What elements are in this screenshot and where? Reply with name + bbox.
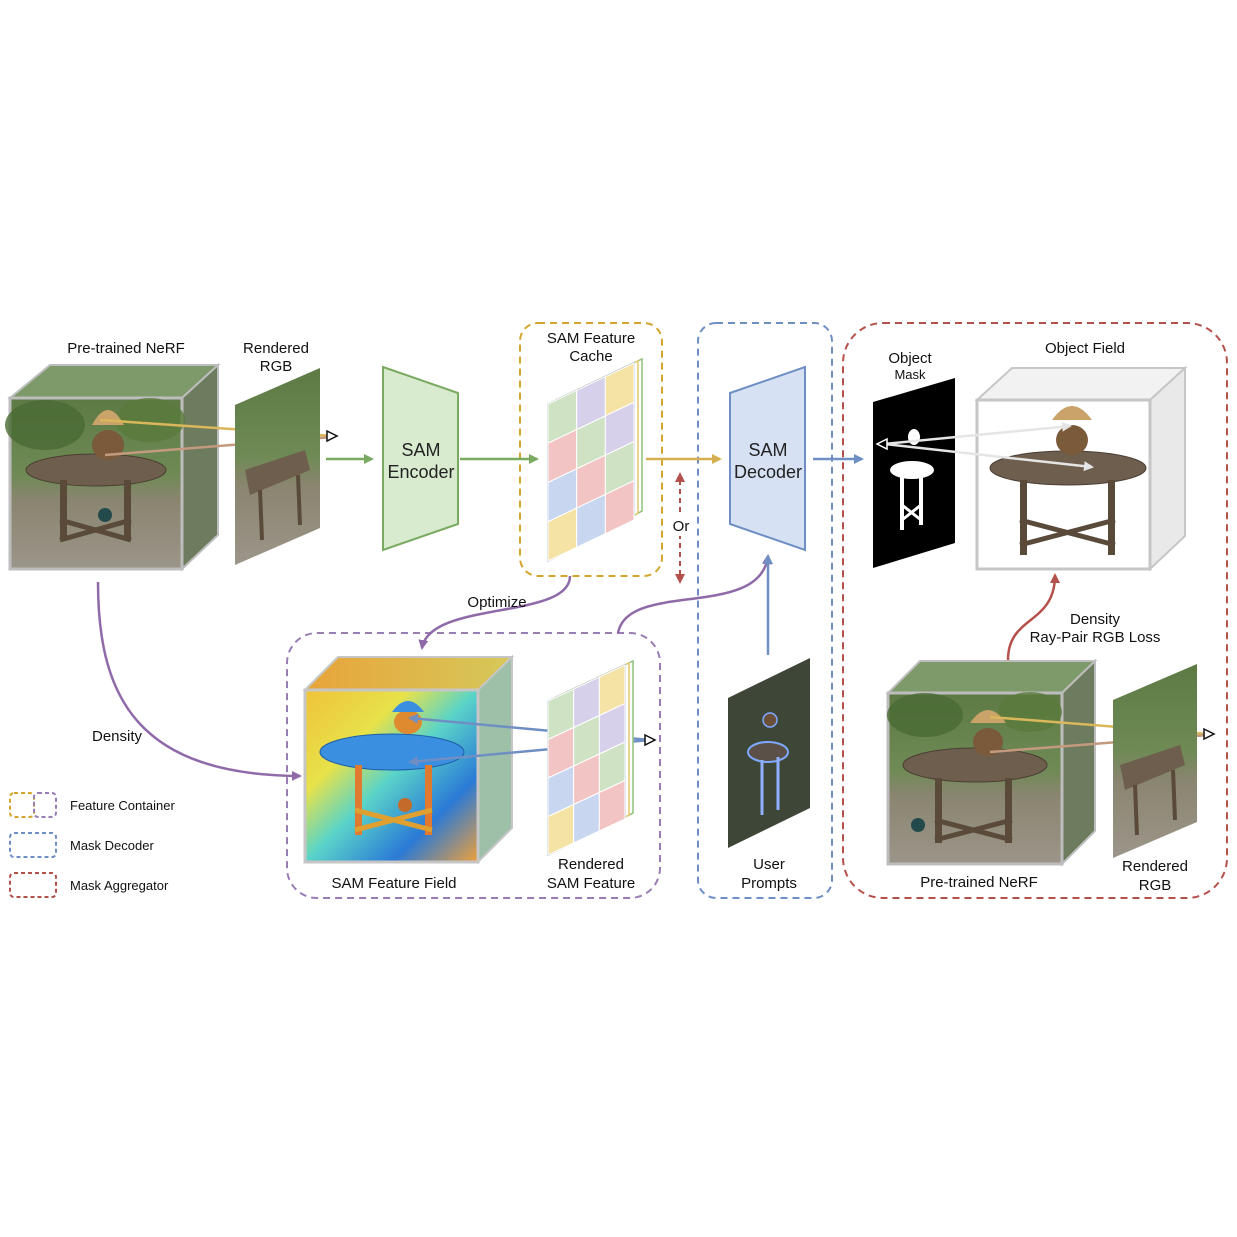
arrow-density-ray-loss (1006, 573, 1060, 661)
pretrained-nerf-cube-top (5, 362, 221, 572)
legend-swatch-feature-container-purple (33, 792, 57, 818)
sam-feature-field-label: SAM Feature Field (331, 875, 456, 892)
sam-feature-cache-container (519, 322, 663, 577)
rendered-sam-feature-label-1: Rendered (558, 856, 624, 873)
rendered-sam-feature-stack (547, 659, 634, 857)
user-prompts-label-2: Prompts (741, 875, 797, 892)
rendered-rgb-bottom-label-2: RGB (1139, 877, 1172, 894)
sam-feature-cache-stack (547, 357, 643, 563)
rendered-sam-feature-label-2: SAM Feature (547, 875, 635, 892)
feature-grid-cell (598, 779, 626, 832)
sam-decoder-label-2: Decoder (734, 462, 802, 482)
user-prompts-label-1: User (753, 856, 785, 873)
legend-label-mask-decoder: Mask Decoder (70, 838, 154, 853)
camera-icon-feature (644, 733, 657, 747)
or-arrow-down-head (675, 574, 685, 584)
arrow-density-left (96, 581, 302, 781)
pretrained-nerf-cube-bottom (885, 658, 1098, 867)
mask-decoder-container (697, 322, 833, 899)
ray-mask-to-field-1 (883, 421, 1072, 446)
or-arrow-up-head (675, 472, 685, 482)
ray-pair-loss-label: Ray-Pair RGB Loss (1030, 629, 1161, 646)
legend-swatch-mask-aggregator (9, 872, 57, 898)
legend-label-feature-container: Feature Container (70, 798, 175, 813)
pretrained-nerf-top-label: Pre-trained NeRF (67, 340, 185, 357)
mask-aggregator-container (842, 322, 1228, 899)
camera-icon-bottom (1203, 727, 1216, 741)
optimize-label: Optimize (467, 594, 526, 611)
object-mask-label-2: Mask (894, 367, 926, 382)
rendered-rgb-top-label-1: Rendered (243, 340, 309, 357)
sam-decoder-block (729, 365, 806, 552)
object-field-label: Object Field (1045, 340, 1125, 357)
density-right-label: Density (1070, 611, 1121, 628)
user-prompts-image (728, 658, 810, 848)
object-mask-image (873, 378, 955, 568)
legend-swatch-feature-container-yellow (9, 792, 35, 818)
pretrained-nerf-bottom-label: Pre-trained NeRF (920, 874, 1038, 891)
cache-grid-cell (604, 479, 635, 535)
object-field-cube (974, 365, 1188, 572)
legend-label-mask-aggregator: Mask Aggregator (70, 878, 169, 893)
sam-encoder-label-2: Encoder (387, 462, 454, 482)
sam-feature-cache-label-1: SAM Feature (547, 330, 635, 347)
object-mask-label-1: Object (888, 350, 932, 367)
or-label-bg (668, 516, 694, 536)
ray-mask-to-field-2 (883, 442, 1094, 472)
rendered-rgb-top-label-2: RGB (260, 358, 293, 375)
rendered-rgb-top (235, 368, 320, 565)
sam-feature-field-cube (302, 654, 515, 865)
sam-decoder-label-1: SAM (748, 440, 787, 460)
legend: Feature Container Mask Decoder Mask Aggr… (9, 792, 175, 898)
arrow-feature-to-decoder (616, 554, 772, 634)
camera-icon-mask (875, 437, 888, 451)
or-label: Or (673, 518, 690, 535)
sam-feature-field-container (286, 632, 661, 899)
sam-encoder-label-1: SAM (401, 440, 440, 460)
rendered-rgb-bottom-label-1: Rendered (1122, 858, 1188, 875)
sam-feature-cache-label-2: Cache (569, 348, 612, 365)
rendered-rgb-bottom (1113, 664, 1197, 858)
arrow-optimize (418, 575, 572, 650)
sam-encoder-block (382, 365, 459, 552)
legend-swatch-mask-decoder (9, 832, 57, 858)
camera-icon-top (326, 429, 339, 443)
density-left-label: Density (92, 728, 143, 745)
